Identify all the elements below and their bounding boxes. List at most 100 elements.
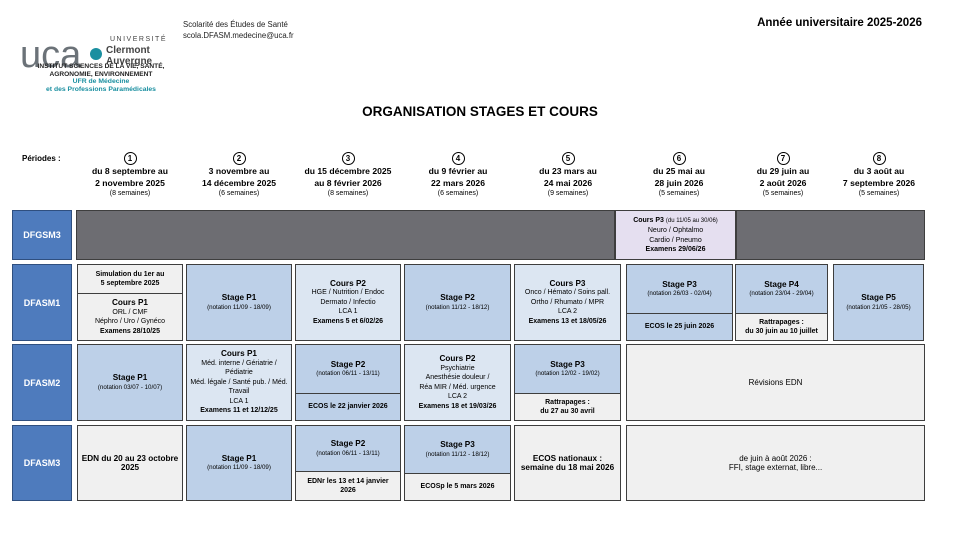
- period-line: du 8 septembre au: [92, 166, 168, 176]
- dfasm2-revisions-edn: Révisions EDN: [626, 344, 925, 421]
- period-header-8: 8 du 3 août au 7 septembre 2026 (5 semai…: [824, 152, 934, 198]
- dfasm1-stage-p5: Stage P5 (notation 21/05 - 28/05): [833, 264, 924, 341]
- cell-title: Cours P2: [330, 278, 366, 288]
- rattrapages-block: Rattrapages : du 30 juin au 10 juillet: [736, 313, 827, 340]
- dfasm1-cours-p2: Cours P2 HGE / Nutrition / Endoc Dermato…: [295, 264, 401, 341]
- cell-title: Cours P3: [549, 278, 586, 288]
- ufr-name: UFR de Médecine et des Professions Param…: [26, 78, 176, 94]
- period-number: 5: [561, 152, 575, 165]
- period-duration: (6 semaines): [218, 190, 260, 197]
- cell-line: Onco / Hémato / Soins pall.: [524, 289, 611, 297]
- period-line: 7 septembre 2026: [842, 177, 916, 188]
- period-line: 14 décembre 2025: [201, 177, 277, 188]
- ednr-block: EDNr les 13 et 14 janvier 2026: [296, 471, 400, 500]
- dfgsm3-block-periods-1-5: [76, 210, 615, 260]
- cell-exam: Examens 29/06/26: [645, 246, 706, 253]
- cell-line: de juin à août 2026 :: [739, 453, 812, 463]
- cell-title: Cours P2: [439, 354, 476, 363]
- cell-title: Stage P1: [221, 453, 257, 463]
- cell-note: (notation 11/12 - 18/12): [425, 450, 490, 458]
- cell-line: 5 septembre 2025: [100, 280, 160, 287]
- cell-title: Cours P1: [221, 349, 257, 359]
- cell-line: du 27 au 30 avril: [540, 408, 595, 415]
- period-header-2: 2 3 novembre au 14 décembre 2025 (6 sema…: [184, 152, 294, 198]
- dfasm1-period-1: Simulation du 1er au 5 septembre 2025 Co…: [77, 264, 183, 341]
- cell-exam: Examens 5 et 6/02/26: [312, 317, 384, 325]
- period-line: 2 novembre 2025: [95, 177, 165, 188]
- cell-ecos: ECOSp le 5 mars 2026: [420, 483, 495, 491]
- cell-exam: Examens 13 et 18/05/26: [528, 317, 607, 325]
- stage-p2-block: Stage P2 (notation 06/11 - 13/11): [296, 345, 400, 393]
- cell-line: Psychiatrie: [440, 364, 475, 372]
- cell-line: Cardio / Pneumo: [649, 236, 702, 244]
- cell-title: Stage P3: [440, 440, 475, 449]
- cell-note: (notation 03/07 - 10/07): [97, 383, 163, 391]
- period-number: 3: [341, 152, 355, 165]
- logo-word-1: UNIVERSITÉ: [110, 34, 167, 43]
- period-line: 2 août 2026: [759, 177, 807, 188]
- dfasm3-stage-p2: Stage P2 (notation 06/11 - 13/11) EDNr l…: [295, 425, 401, 501]
- cell-line: LCA 1: [338, 308, 358, 316]
- stage-p3-block: Stage P3 (notation 26/03 - 02/04): [627, 265, 732, 313]
- period-number: 7: [776, 152, 790, 165]
- cell-ecos: ECOS le 22 janvier 2026: [308, 403, 388, 411]
- cell-title: Stage P2: [330, 359, 366, 369]
- dfasm3-edn: EDN du 20 au 23 octobre 2025: [77, 425, 183, 501]
- institute-line-2: AGRONOMIE, ENVIRONNEMENT: [49, 70, 153, 78]
- cell-note: (notation 11/09 - 18/09): [207, 464, 271, 471]
- page-title: ORGANISATION STAGES ET COURS: [362, 104, 598, 119]
- period-duration: (9 semaines): [547, 190, 589, 197]
- cell-title: Stage P1: [112, 373, 148, 382]
- period-line: 28 juin 2026: [654, 177, 704, 188]
- cell-title: Stage P2: [330, 439, 366, 448]
- period-line: 22 mars 2026: [431, 177, 485, 188]
- cell-line: HGE / Nutrition / Endoc: [311, 289, 385, 297]
- cell-line: LCA 2: [557, 308, 578, 316]
- institute-name: INSTITUT SCIENCES DE LA VIE, SANTÉ, AGRO…: [26, 63, 176, 78]
- cell-line: Ortho / Rhumato / MPR: [530, 298, 605, 306]
- cell-title: Stage P5: [861, 293, 896, 302]
- cell-line: LCA 2: [447, 393, 468, 400]
- cell-line: ORL / CMF: [112, 308, 148, 316]
- row-label-dfgsm3: DFGSM3: [12, 210, 72, 260]
- cell-ecos: ECOS le 25 juin 2026: [644, 323, 715, 331]
- cell-exam: Examens 11 et 12/12/25: [200, 407, 278, 415]
- cell-title: Stage P2: [440, 293, 475, 302]
- cell-note: (notation 12/02 - 19/02): [535, 370, 600, 377]
- cell-line: ECOS nationaux :: [532, 453, 603, 463]
- cell-line: Rattrapages :: [759, 318, 804, 326]
- dfasm3-stage-p1: Stage P1 (notation 11/09 - 18/09): [186, 425, 292, 501]
- dfasm2-cours-p2: Cours P2 Psychiatrie Anesthésie douleur …: [404, 344, 511, 421]
- period-header-3: 3 du 15 décembre 2025 au 8 février 2026 …: [293, 152, 403, 198]
- cell-note: (notation 11/09 - 18/09): [207, 303, 271, 311]
- period-duration: (5 semaines): [762, 190, 804, 197]
- ufr-line-1: UFR de Médecine: [72, 78, 130, 85]
- cell-title: Cours P3: [633, 216, 664, 224]
- logo-word-3: Auvergne: [106, 56, 153, 67]
- institute-line-1: INSTITUT SCIENCES DE LA VIE, SANTÉ,: [37, 63, 165, 70]
- row-label-dfasm2: DFASM2: [12, 344, 72, 421]
- cell-exam: Examens 28/10/25: [100, 327, 160, 335]
- dfasm2-stage-p2: Stage P2 (notation 06/11 - 13/11) ECOS l…: [295, 344, 401, 421]
- ecos-block: ECOS le 22 janvier 2026: [296, 393, 400, 420]
- cell-line: semaine du 18 mai 2026: [520, 463, 615, 472]
- stage-p2-block: Stage P2 (notation 06/11 - 13/11): [296, 426, 400, 471]
- cell-line: 2025: [120, 463, 140, 472]
- office-email[interactable]: scola.DFASM.medecine@uca.fr: [183, 31, 294, 40]
- period-header-4: 4 du 9 février au 22 mars 2026 (6 semain…: [403, 152, 513, 198]
- logo-dot-icon: [90, 48, 102, 60]
- dfasm1-stage-p3: Stage P3 (notation 26/03 - 02/04) ECOS l…: [626, 264, 733, 341]
- period-line: du 29 juin au: [756, 166, 810, 176]
- period-duration: (5 semaines): [858, 190, 900, 197]
- cell-line: Néphro / Uro / Gynéco: [94, 318, 166, 325]
- dfasm1-stage-p1: Stage P1 (notation 11/09 - 18/09): [186, 264, 292, 341]
- office-contact: Scolarité des Études de Santé scola.DFAS…: [183, 19, 294, 41]
- period-duration: (6 semaines): [437, 190, 479, 197]
- logo-letters: uca: [20, 34, 82, 76]
- cell-exam: Examens 18 et 19/03/26: [418, 402, 497, 410]
- rattrapages-block: Rattrapages : du 27 au 30 avril: [515, 393, 620, 420]
- period-duration: (8 semaines): [327, 190, 369, 197]
- cell-line: du 30 juin au 10 juillet: [745, 328, 818, 335]
- period-line: du 23 mars au: [539, 166, 597, 176]
- cell-title: Cours P1: [112, 298, 148, 307]
